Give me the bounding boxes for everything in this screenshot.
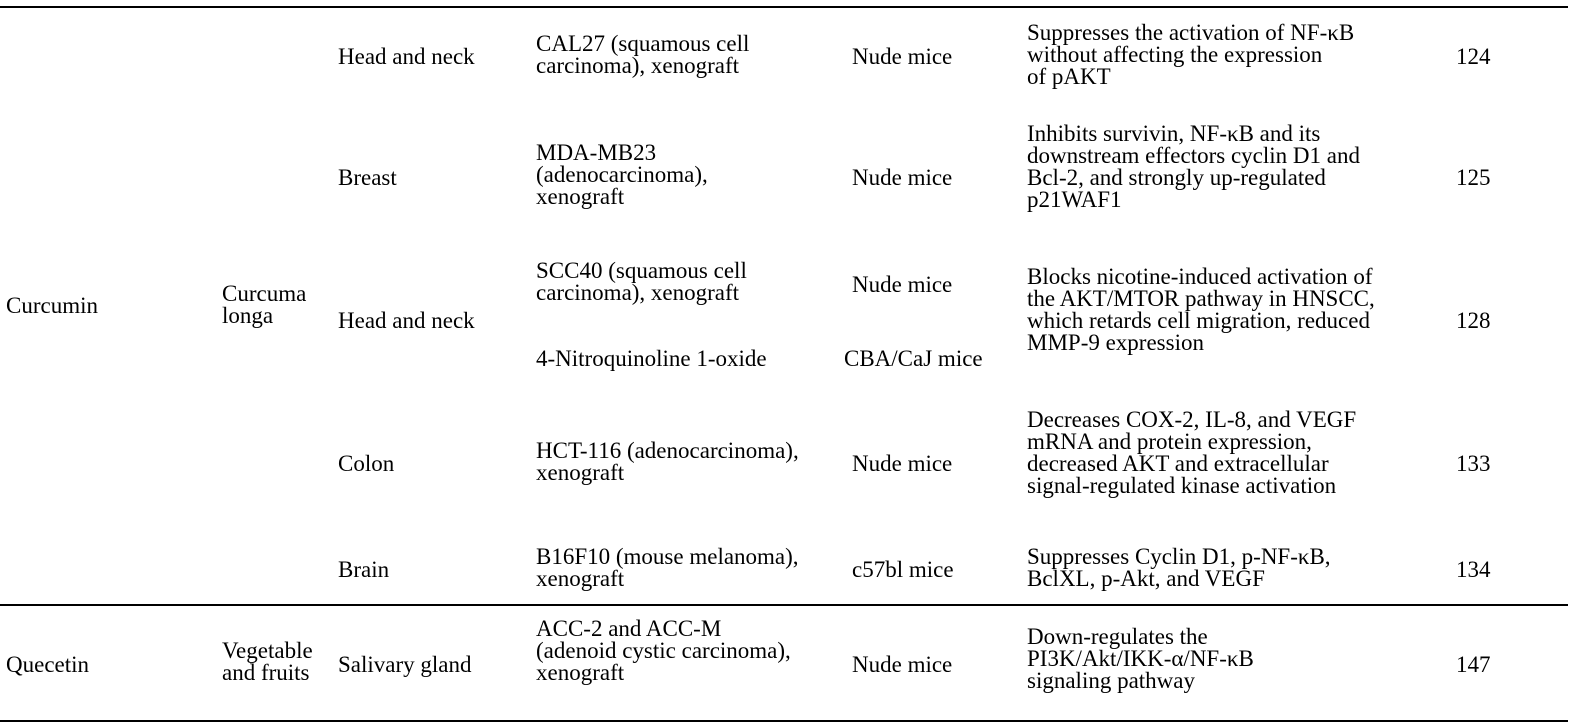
mechanism-cell: Inhibits survivin, NF-κB and its downstr… bbox=[1027, 121, 1360, 212]
compound-cell: Curcumin bbox=[6, 293, 98, 318]
mechanism-cell: Decreases COX-2, IL-8, and VEGF mRNA and… bbox=[1027, 407, 1357, 498]
model-cell: MDA-MB23 (adenocarcinoma), xenograft bbox=[536, 140, 708, 209]
animal-cell-secondary: CBA/CaJ mice bbox=[844, 346, 983, 371]
reference-cell: 124 bbox=[1456, 44, 1491, 69]
cancer-site-cell: Salivary gland bbox=[338, 652, 472, 677]
model-cell: HCT-116 (adenocarcinoma), xenograft bbox=[536, 438, 799, 485]
table-bottom-rule bbox=[0, 720, 1568, 722]
source-cell: Curcuma longa bbox=[222, 281, 307, 328]
table-group-divider bbox=[0, 604, 1568, 606]
cancer-site-cell: Head and neck bbox=[338, 308, 475, 333]
cancer-site-cell: Colon bbox=[338, 451, 395, 476]
model-cell: ACC-2 and ACC-M (adenoid cystic carcinom… bbox=[536, 616, 791, 685]
reference-cell: 134 bbox=[1456, 557, 1491, 582]
source-cell: Vegetable and fruits bbox=[222, 638, 313, 685]
model-cell-secondary: 4-Nitroquinoline 1-oxide bbox=[536, 346, 767, 371]
cancer-site-cell: Breast bbox=[338, 165, 397, 190]
table-top-rule bbox=[0, 6, 1568, 8]
compound-cell: Quecetin bbox=[6, 652, 90, 677]
animal-cell: Nude mice bbox=[852, 165, 953, 190]
reference-cell: 128 bbox=[1456, 308, 1491, 333]
mechanism-cell: Down-regulates the PI3K/Akt/IKK-α/NF-κB … bbox=[1027, 624, 1254, 693]
model-cell: B16F10 (mouse melanoma), xenograft bbox=[536, 544, 799, 591]
reference-cell: 133 bbox=[1456, 451, 1491, 476]
cancer-site-cell: Head and neck bbox=[338, 44, 475, 69]
reference-cell: 125 bbox=[1456, 165, 1491, 190]
model-cell: SCC40 (squamous cell carcinoma), xenogra… bbox=[536, 258, 747, 305]
animal-cell: Nude mice bbox=[852, 44, 953, 69]
model-cell: CAL27 (squamous cell carcinoma), xenogra… bbox=[536, 31, 750, 78]
animal-cell: Nude mice bbox=[852, 272, 953, 297]
mechanism-cell: Suppresses Cyclin D1, p-NF-κB, BclXL, p-… bbox=[1027, 544, 1331, 591]
animal-cell: c57bl mice bbox=[852, 557, 954, 582]
mechanism-cell: Blocks nicotine-induced activation of th… bbox=[1027, 264, 1375, 355]
animal-cell: Nude mice bbox=[852, 652, 953, 677]
mechanism-cell: Suppresses the activation of NF-κB witho… bbox=[1027, 20, 1355, 89]
animal-cell: Nude mice bbox=[852, 451, 953, 476]
cancer-site-cell: Brain bbox=[338, 557, 390, 582]
reference-cell: 147 bbox=[1456, 652, 1491, 677]
